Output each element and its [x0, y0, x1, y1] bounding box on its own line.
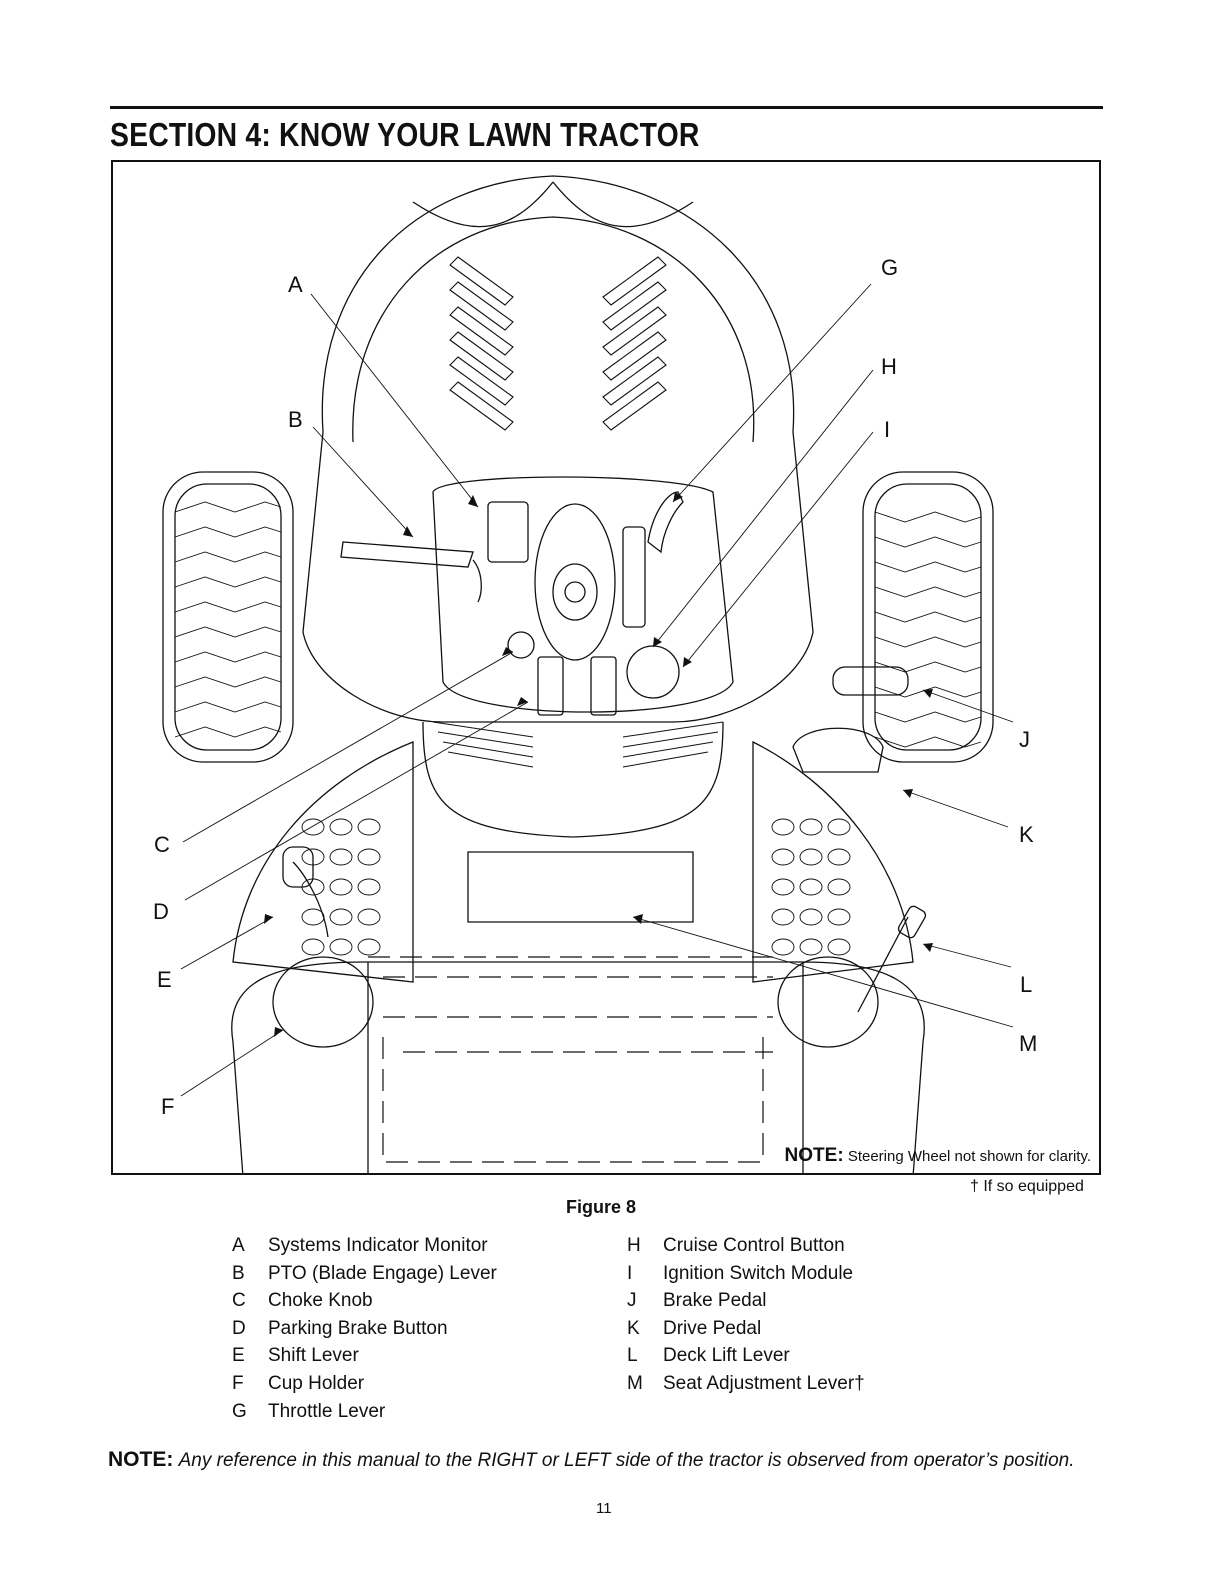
legend-key: I: [627, 1262, 633, 1284]
legend-label: Brake Pedal: [663, 1290, 767, 1312]
legend-item: I Ignition Switch Module: [627, 1260, 865, 1288]
equipped-note: † If so equipped: [970, 1178, 1084, 1195]
legend-key: G: [232, 1400, 247, 1422]
figure-note: NOTE: Steering Wheel not shown for clari…: [785, 1145, 1091, 1167]
legend-key: J: [627, 1290, 637, 1312]
callout-a: A: [288, 272, 303, 297]
legend-label: Choke Knob: [268, 1290, 373, 1312]
callout-l: L: [1020, 972, 1033, 997]
legend-item: C Choke Knob: [232, 1287, 497, 1315]
legend-item: B PTO (Blade Engage) Lever: [232, 1260, 497, 1288]
figure-note-lead: NOTE:: [784, 1145, 844, 1166]
callout-m: M: [1019, 1031, 1038, 1056]
legend-item: G Throttle Lever: [232, 1398, 497, 1426]
legend-key: D: [232, 1317, 246, 1339]
legend-key: B: [232, 1262, 245, 1284]
legend-item: L Deck Lift Lever: [627, 1342, 865, 1370]
legend-label: Drive Pedal: [663, 1317, 762, 1339]
legend-key: C: [232, 1290, 246, 1312]
callout-k: K: [1019, 822, 1034, 847]
legend-item: A Systems Indicator Monitor: [232, 1232, 497, 1260]
legend-label: Parking Brake Button: [268, 1317, 448, 1339]
legend-label: PTO (Blade Engage) Lever: [268, 1262, 497, 1284]
bottom-note-lead: NOTE:: [108, 1448, 174, 1471]
figure-note-text: Steering Wheel not shown for clarity.: [847, 1148, 1091, 1165]
legend-key: K: [627, 1317, 640, 1339]
tractor-illustration: [162, 175, 1014, 1173]
callout-g: G: [881, 255, 899, 280]
legend-item: E Shift Lever: [232, 1342, 497, 1370]
legend-item: K Drive Pedal: [627, 1315, 865, 1343]
legend-key: H: [627, 1235, 641, 1256]
legend-label: Seat Adjustment Lever†: [663, 1372, 865, 1394]
section-title: SECTION 4: KNOW YOUR LAWN TRACTOR: [110, 116, 700, 153]
callout-e: E: [157, 967, 172, 992]
tractor-figure: A B C D E F G H I J K L M NOTE: Steering…: [111, 160, 1101, 1175]
legend-item: M Seat Adjustment Lever†: [627, 1370, 865, 1398]
legend-key: A: [232, 1235, 245, 1256]
legend-label: Shift Lever: [268, 1345, 359, 1367]
legend-label: Deck Lift Lever: [663, 1345, 790, 1367]
callout-j: J: [1019, 727, 1030, 752]
callout-c: C: [154, 832, 170, 857]
callout-b: B: [288, 407, 303, 432]
legend-item: D Parking Brake Button: [232, 1315, 497, 1343]
legend-key: L: [627, 1345, 638, 1367]
legend-label: Systems Indicator Monitor: [268, 1235, 488, 1256]
legend-key: F: [232, 1372, 244, 1394]
legend-item: H Cruise Control Button: [627, 1232, 865, 1260]
legend-right: H Cruise Control Button I Ignition Switch …: [627, 1232, 865, 1398]
page-number: 11: [596, 1500, 612, 1517]
legend-label: Throttle Lever: [268, 1400, 386, 1422]
callout-d: D: [153, 899, 169, 924]
callout-h: H: [881, 354, 897, 379]
legend-key: E: [232, 1345, 245, 1367]
legend-item: F Cup Holder: [232, 1370, 497, 1398]
header-rule: [110, 106, 1103, 109]
legend-key: M: [627, 1372, 643, 1394]
legend-item: J Brake Pedal: [627, 1287, 865, 1315]
legend-label: Cup Holder: [268, 1372, 365, 1394]
bottom-note-text: Any reference in this manual to the RIGH…: [178, 1450, 1075, 1471]
legend-left: A Systems Indicator Monitor B PTO (Blade E…: [232, 1232, 497, 1425]
callout-i: I: [884, 417, 891, 442]
callout-f: F: [161, 1094, 175, 1119]
legend-label: Cruise Control Button: [663, 1235, 845, 1256]
legend-label: Ignition Switch Module: [663, 1262, 854, 1284]
bottom-note: NOTE: Any reference in this manual to th…: [108, 1448, 1074, 1472]
figure-caption: Figure 8: [566, 1197, 637, 1217]
